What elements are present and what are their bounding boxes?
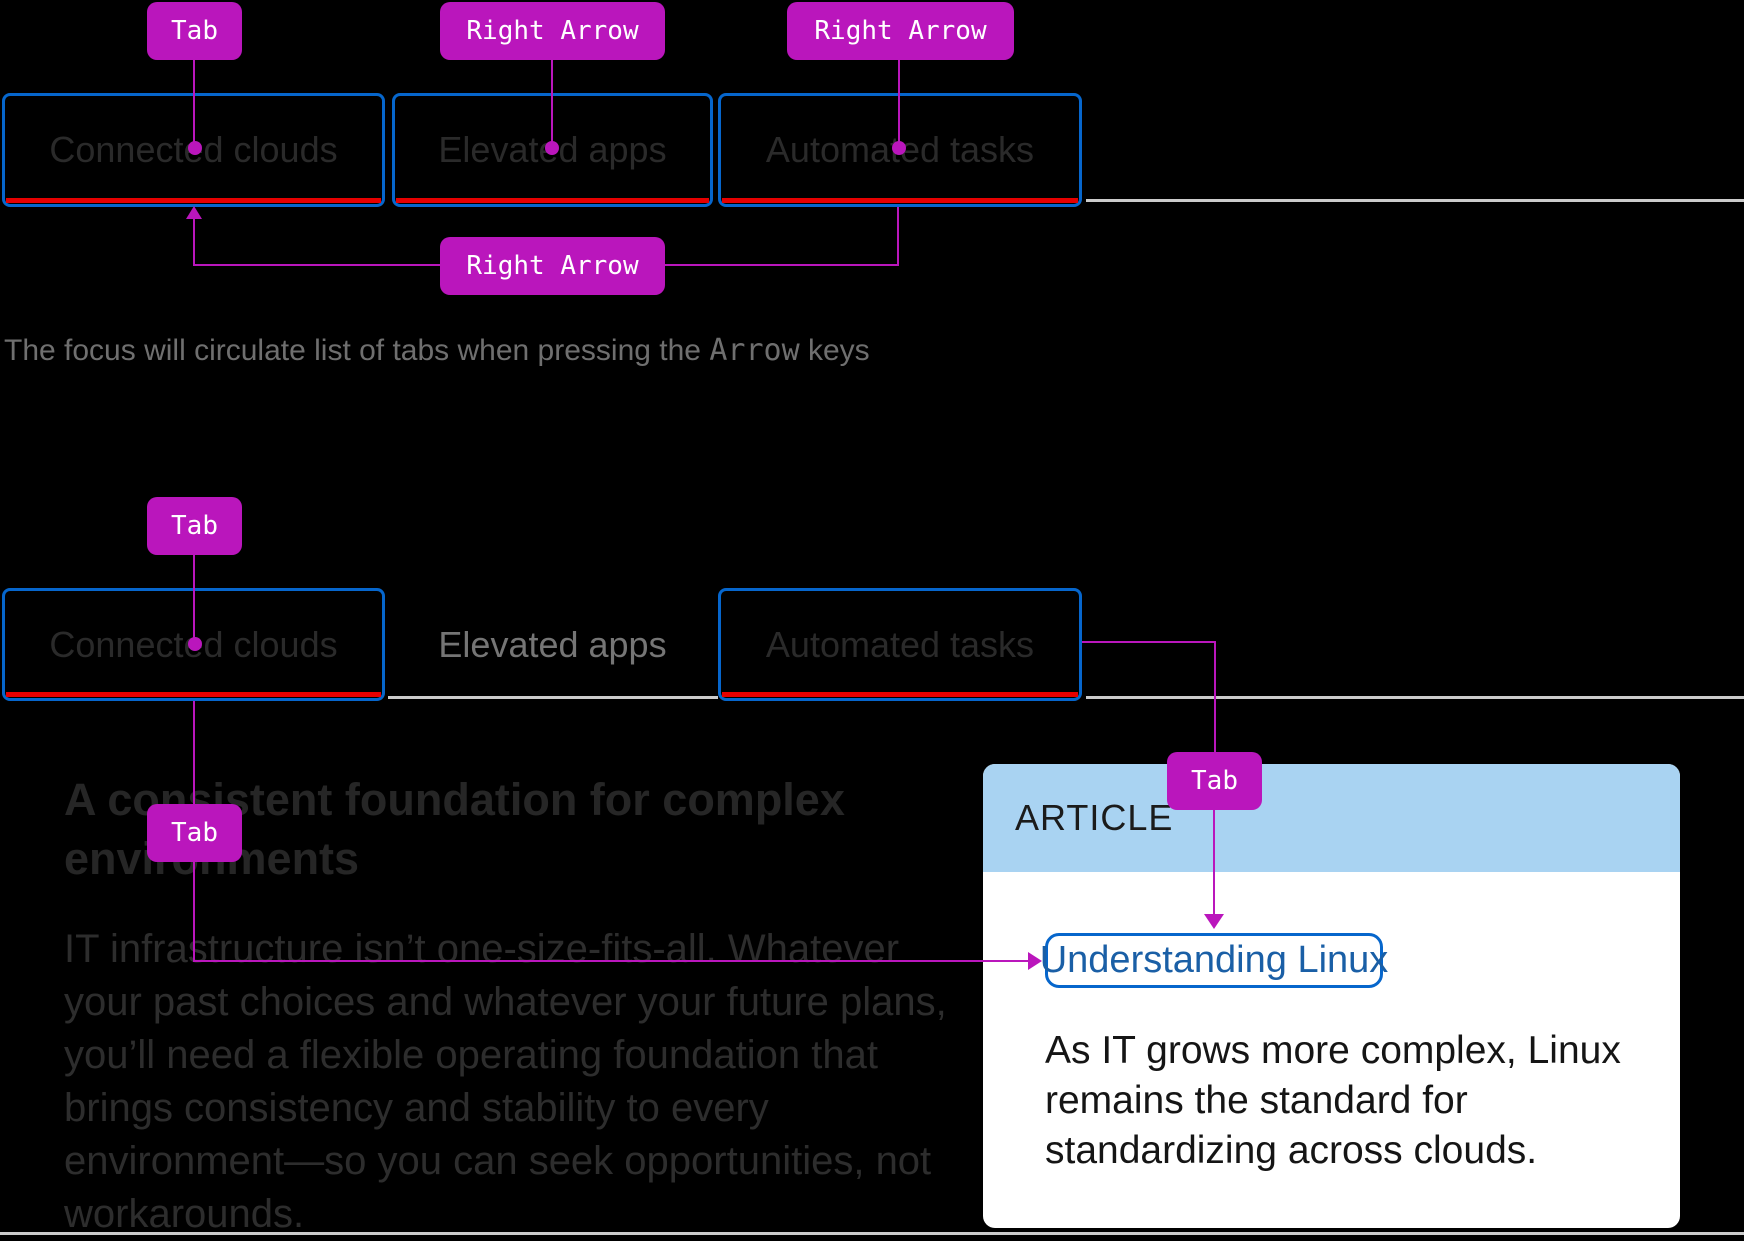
- key-badge-tab-heading: Tab: [147, 804, 242, 862]
- key-badge-tab-card: Tab: [1167, 752, 1262, 810]
- card-body-line: As IT grows more complex, Linux: [1045, 1029, 1621, 1072]
- understanding-linux-link[interactable]: Understanding Linux: [1040, 933, 1388, 988]
- connector-line: [193, 960, 1028, 962]
- arrow-down-icon: [1204, 914, 1224, 929]
- connector-line: [193, 555, 195, 644]
- connector-line: [1214, 641, 1216, 752]
- key-badge-right-arrow: Right Arrow: [787, 2, 1014, 60]
- page-paragraph: IT infrastructure isn’t one-size-fits-al…: [64, 923, 947, 1241]
- paragraph-line: your past choices and whatever your futu…: [64, 980, 947, 1024]
- card-header: ARTICLE: [983, 764, 1680, 872]
- focus-dot: [545, 141, 559, 155]
- focus-dot: [188, 637, 202, 651]
- caption-key-name: Arrow: [709, 333, 800, 368]
- arrow-right-icon: [1028, 952, 1042, 970]
- tab-elevated-apps[interactable]: Elevated apps: [392, 93, 713, 207]
- connector-line: [1082, 641, 1216, 643]
- focus-dot: [892, 141, 906, 155]
- active-tab-underline: [722, 198, 1078, 203]
- active-tab-underline: [6, 692, 381, 697]
- tab-label: Elevated apps: [438, 623, 667, 665]
- tabbar-separator: [388, 696, 718, 699]
- article-card: ARTICLE: [983, 764, 1680, 1228]
- tab-elevated-apps-selected[interactable]: Elevated apps: [392, 588, 713, 701]
- connector-line: [897, 207, 899, 266]
- tabbar-separator: [1086, 696, 1744, 699]
- tab-automated-tasks[interactable]: Automated tasks: [718, 588, 1082, 701]
- active-tab-underline: [722, 692, 1078, 697]
- caption-text: The focus will circulate list of tabs wh…: [4, 334, 710, 367]
- card-body-line: standardizing across clouds.: [1045, 1129, 1538, 1172]
- active-tab-underline: [6, 198, 381, 203]
- diagram-caption: The focus will circulate list of tabs wh…: [4, 333, 870, 369]
- key-badge-right-arrow-circulate: Right Arrow: [440, 237, 665, 295]
- card-body-text: As IT grows more complex, Linux remains …: [1045, 1026, 1621, 1176]
- caption-text: keys: [799, 334, 870, 367]
- bottom-separator: [0, 1232, 1744, 1235]
- active-tab-underline: [396, 198, 709, 203]
- paragraph-line: you’ll need a flexible operating foundat…: [64, 1033, 878, 1077]
- arrow-up-icon: [186, 206, 202, 219]
- paragraph-line: workarounds.: [64, 1192, 305, 1236]
- tabbar-separator: [1086, 199, 1744, 202]
- key-badge-tab: Tab: [147, 2, 242, 60]
- connector-line: [193, 60, 195, 148]
- link-label: Understanding Linux: [1039, 939, 1389, 981]
- card-eyebrow: ARTICLE: [1015, 797, 1174, 838]
- connector-line: [193, 218, 195, 266]
- key-badge-right-arrow: Right Arrow: [440, 2, 665, 60]
- tab-label: Automated tasks: [765, 623, 1035, 665]
- key-badge-tab: Tab: [147, 497, 242, 555]
- paragraph-line: environment—so you can seek opportunitie…: [64, 1139, 932, 1183]
- paragraph-line: brings consistency and stability to ever…: [64, 1086, 769, 1130]
- connector-line: [898, 60, 900, 148]
- connector-line: [551, 60, 553, 148]
- card-body-line: remains the standard for: [1045, 1079, 1468, 1122]
- focus-dot: [188, 141, 202, 155]
- paragraph-line: IT infrastructure isn’t one-size-fits-al…: [64, 927, 900, 971]
- connector-line: [1213, 810, 1215, 914]
